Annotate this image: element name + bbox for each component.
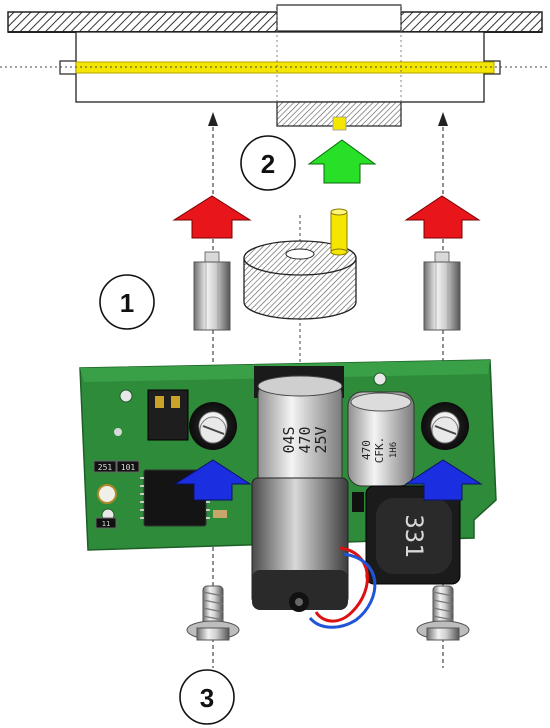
smd-label-1: 251 <box>98 463 113 472</box>
blue-arrow-left <box>173 459 252 501</box>
plate-tab-left <box>59 60 77 75</box>
top-center-block <box>276 4 402 32</box>
pin-header <box>147 389 189 441</box>
red-arrow-right <box>404 195 481 239</box>
pcb-hole <box>114 428 122 436</box>
blue-arrow-right <box>404 459 483 501</box>
capacitor-large-label-1: 04S <box>280 426 298 453</box>
step-3-circle <box>179 669 235 725</box>
smd-label-2: 101 <box>121 463 136 472</box>
step-1-label: 1 <box>120 288 134 318</box>
dc-motor <box>251 477 377 629</box>
top-hatched-rail <box>7 11 543 33</box>
capacitor-large: 04S 470 25V <box>254 366 344 487</box>
pcb-hole <box>373 372 387 386</box>
clamp-yellow-insert <box>332 116 347 131</box>
screw-right <box>416 585 470 641</box>
step-2-circle <box>240 135 296 191</box>
step-3-label: 3 <box>200 683 214 713</box>
smd-capacitor <box>352 492 364 512</box>
step-2-label: 2 <box>261 149 275 179</box>
smd-label-3: 11 <box>102 520 110 528</box>
standoff-left <box>193 251 231 331</box>
red-arrow-left <box>172 195 252 239</box>
trimmer-pot <box>97 484 117 504</box>
capacitor-large-label-2: 470 <box>296 426 314 453</box>
step-1-circle <box>99 274 155 330</box>
capacitor-small: 470 CFK. 1H6 <box>347 391 415 487</box>
inductor-label: 331 <box>400 514 428 557</box>
smd-resistor <box>95 517 117 529</box>
screw-left <box>186 585 240 641</box>
capacitor-large-label-3: 25V <box>312 426 330 453</box>
hatched-cylinder <box>243 240 357 320</box>
smd-resistor <box>116 460 140 473</box>
capacitor-small-label-3: 1H6 <box>389 442 399 458</box>
capacitor-small-label-2: CFK. <box>373 437 386 464</box>
pcb-mount-right <box>421 402 469 450</box>
green-arrow-up <box>307 139 377 184</box>
inductor: 331 <box>365 485 461 585</box>
pcb-mount-left <box>189 402 237 450</box>
yellow-pin <box>330 208 348 256</box>
smd-resistor <box>93 460 117 473</box>
guide-arrowhead-right <box>438 112 448 126</box>
guide-arrowhead-left <box>208 112 218 126</box>
standoff-right <box>423 251 461 331</box>
pcb-hole <box>119 389 133 403</box>
smd-capacitor <box>213 510 227 518</box>
capacitor-small-label-1: 470 <box>360 440 373 460</box>
